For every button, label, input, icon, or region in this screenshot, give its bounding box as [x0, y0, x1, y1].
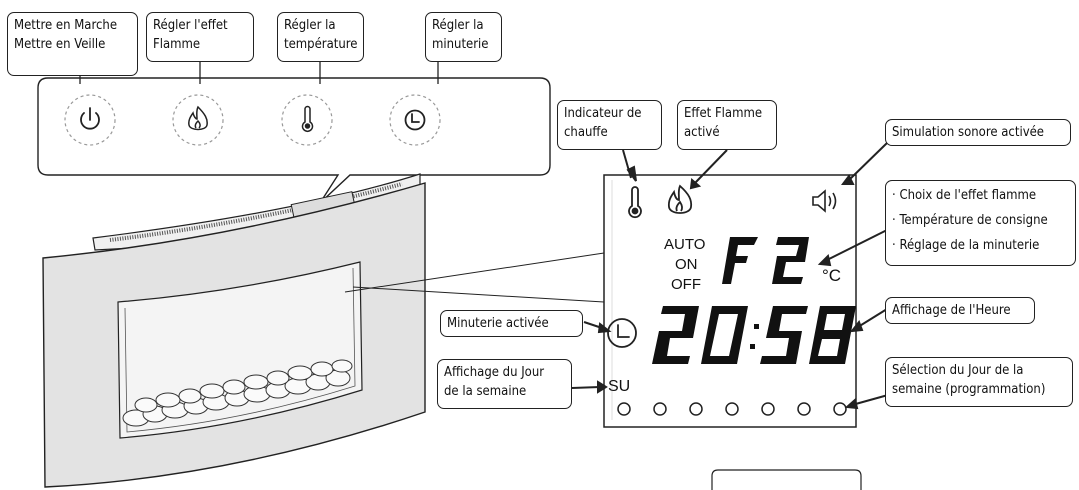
- callout-hour: Affichage de l'Heure: [885, 297, 1035, 324]
- pebbles: [122, 359, 353, 427]
- button-power: [64, 94, 116, 146]
- lcd-day-dots: [617, 402, 847, 416]
- lcd-mode-off: OFF: [671, 276, 701, 293]
- callout-choices: Choix de l'effet flammeTempérature de co…: [885, 180, 1076, 266]
- flame-icon: [188, 105, 208, 131]
- lcd-program-display: [722, 237, 809, 284]
- lcd-unit: °C: [822, 266, 842, 285]
- lcd-mode-auto: AUTO: [664, 236, 706, 253]
- button-timer: [389, 94, 441, 146]
- lcd-flame-icon: [667, 184, 693, 214]
- lcd-speaker-icon: [812, 189, 837, 213]
- lcd-thermometer-icon: [628, 186, 642, 219]
- thermometer-icon: [301, 105, 314, 133]
- lcd-time-display: [652, 306, 856, 364]
- clock-icon: [404, 109, 426, 131]
- lcd-day: SU: [608, 378, 631, 395]
- lcd-display: [603, 174, 857, 428]
- callout-timer-active: Minuterie activée: [440, 310, 583, 337]
- control-panel-outline: [37, 77, 551, 204]
- lcd-clock-icon: [607, 318, 637, 348]
- lcd-mode-on: ON: [675, 256, 698, 273]
- callout-sound: Simulation sonore activée: [885, 119, 1071, 146]
- power-icon: [80, 107, 100, 130]
- button-flame: [172, 94, 224, 146]
- bottom-box: [711, 469, 862, 490]
- button-temperature: [281, 94, 333, 146]
